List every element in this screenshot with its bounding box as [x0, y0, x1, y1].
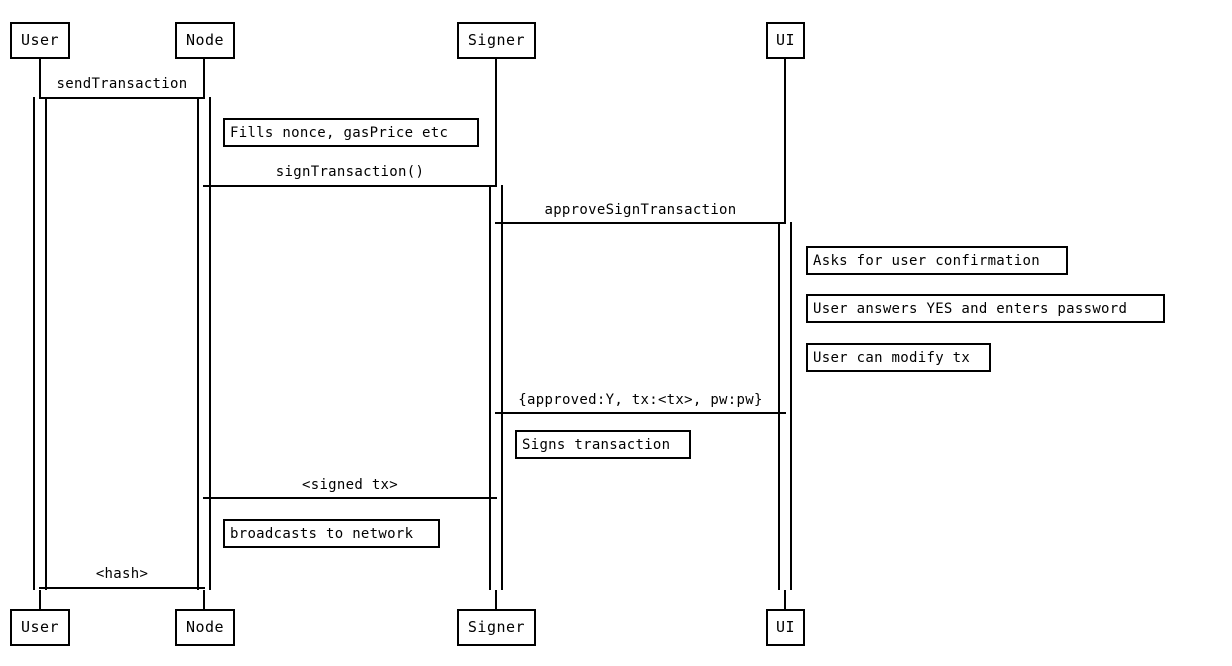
lifeline-stem-node-bottom: [203, 588, 205, 610]
participant-box-signer-top[interactable]: Signer: [457, 22, 536, 59]
message-line-sendTransaction: [39, 97, 205, 99]
message-line-hash: [39, 587, 205, 589]
participant-box-node-top[interactable]: Node: [175, 22, 235, 59]
note-user-can-modify-tx: User can modify tx: [806, 343, 991, 372]
message-label-approved-response: {approved:Y, tx:<tx>, pw:pw}: [518, 392, 763, 408]
message-line-signTransaction: [203, 185, 497, 187]
message-label-sendTransaction: sendTransaction: [56, 76, 188, 92]
message-label-approveSignTransaction: approveSignTransaction: [544, 202, 737, 218]
activation-bar-node: [197, 97, 211, 590]
message-line-signed-tx: [203, 497, 497, 499]
lifeline-stem-node-top: [203, 59, 205, 99]
participant-box-user-bottom[interactable]: User: [10, 609, 70, 646]
note-broadcasts-to-network: broadcasts to network: [223, 519, 440, 548]
message-line-approved-response: [495, 412, 786, 414]
message-label-signTransaction: signTransaction(): [275, 164, 425, 180]
note-signs-transaction: Signs transaction: [515, 430, 691, 459]
lifeline-stem-ui-top: [784, 59, 786, 224]
lifeline-stem-user-bottom: [39, 588, 41, 610]
lifeline-stem-ui-bottom: [784, 588, 786, 610]
activation-bar-user: [33, 97, 47, 590]
message-line-approveSignTransaction: [495, 222, 786, 224]
activation-bar-signer: [489, 185, 503, 590]
message-label-hash: <hash>: [95, 566, 149, 582]
participant-box-ui-bottom[interactable]: UI: [766, 609, 805, 646]
note-fills-nonce: Fills nonce, gasPrice etc: [223, 118, 479, 147]
lifeline-stem-signer-bottom: [495, 588, 497, 610]
message-label-signed-tx: <signed tx>: [301, 477, 399, 493]
participant-box-user-top[interactable]: User: [10, 22, 70, 59]
participant-box-signer-bottom[interactable]: Signer: [457, 609, 536, 646]
participant-box-node-bottom[interactable]: Node: [175, 609, 235, 646]
note-asks-for-confirmation: Asks for user confirmation: [806, 246, 1068, 275]
lifeline-stem-user-top: [39, 59, 41, 99]
activation-bar-ui: [778, 222, 792, 590]
participant-box-ui-top[interactable]: UI: [766, 22, 805, 59]
lifeline-stem-signer-top: [495, 59, 497, 187]
note-user-answers-yes: User answers YES and enters password: [806, 294, 1165, 323]
